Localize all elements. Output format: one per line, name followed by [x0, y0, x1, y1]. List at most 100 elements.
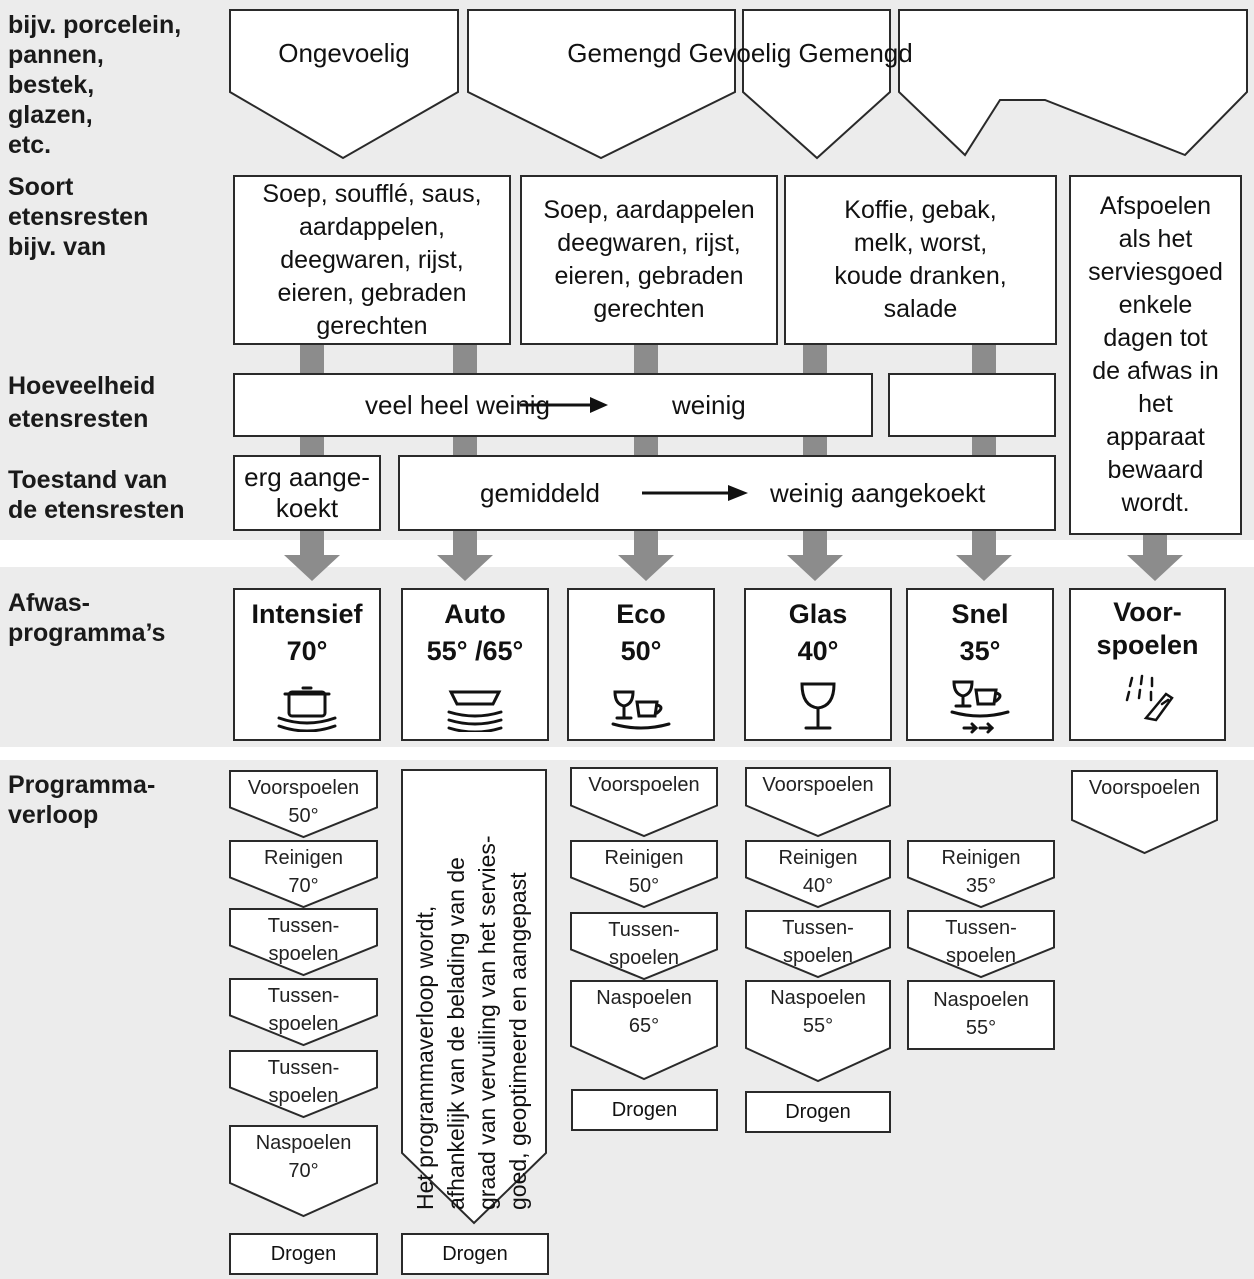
step-arrow	[229, 908, 378, 977]
program-snel[interactable]: Snel 35°	[906, 588, 1054, 741]
glass-and-cup-icon	[611, 690, 671, 730]
step-label: Tussen- spoelen	[267, 1057, 340, 1107]
row-label-soil-type: Soort etensresten bijv. van	[8, 173, 149, 261]
program-step: Tussen- spoelen	[745, 910, 891, 979]
program-step: Reinigen 50°	[570, 840, 718, 909]
program-name: Auto	[444, 599, 506, 629]
pot-on-rack-icon	[277, 686, 337, 732]
program-step: Voorspoelen	[570, 767, 718, 838]
down-arrow-icon	[787, 531, 843, 581]
down-arrow-icon	[618, 531, 674, 581]
step-arrow	[229, 840, 378, 909]
program-arrows	[284, 531, 1183, 581]
item-arrow-gemengd-2	[898, 9, 1248, 157]
step-arrow	[745, 980, 891, 1083]
program-step: Naspoelen 55°	[745, 980, 891, 1083]
program-step: Tussen- spoelen	[229, 978, 378, 1047]
program-auto[interactable]: Auto 55° /65°	[401, 588, 549, 741]
step-arrow	[745, 767, 891, 838]
step-arrow	[570, 767, 718, 838]
step-label: Tussen- spoelen	[267, 985, 340, 1035]
step-label: Voorspoelen	[588, 774, 700, 796]
step-label: Reinigen 70°	[264, 847, 343, 897]
step-arrow	[907, 910, 1055, 979]
program-temp: 70°	[286, 636, 328, 666]
step-arrow	[745, 910, 891, 979]
connector	[300, 437, 324, 457]
connector	[803, 437, 827, 457]
program-temp: 35°	[959, 636, 1001, 666]
program-step: Naspoelen 70°	[229, 1125, 378, 1218]
connector	[634, 437, 658, 457]
row-label-soil-state: Toestand van de etensresten	[8, 466, 185, 524]
item-label-ongevoelig: Ongevoelig	[278, 38, 410, 68]
connector	[803, 345, 827, 375]
step-label: Naspoelen 55°	[770, 987, 866, 1037]
program-glas[interactable]: Glas 40°	[744, 588, 892, 741]
row-label-sequence: Programma- verloop	[8, 771, 156, 829]
down-arrow-icon	[284, 531, 340, 581]
step-arrow	[745, 840, 891, 909]
step-label: Tussen- spoelen	[945, 917, 1017, 967]
step-arrow	[229, 1050, 378, 1119]
program-voorspoelen[interactable]: Voor- spoelen	[1069, 588, 1226, 741]
step-label: Tussen- spoelen	[608, 919, 680, 969]
down-arrow-icon	[956, 531, 1012, 581]
program-step: Reinigen 35°	[907, 840, 1055, 909]
row-label-items: bijv. porcelein, pannen, bestek, glazen,…	[8, 11, 182, 159]
connector	[453, 345, 477, 375]
step-label: Reinigen 50°	[604, 847, 684, 897]
step-arrow	[229, 1125, 378, 1218]
connector	[453, 437, 477, 457]
program-name: Glas	[788, 599, 848, 629]
amount-from: veel heel weinig	[365, 389, 551, 420]
program-intensief[interactable]: Intensief 70°	[233, 588, 381, 741]
item-arrow-gevoelig	[742, 9, 891, 160]
program-step: Voorspoelen	[1071, 770, 1218, 855]
program-step: Tussen- spoelen	[907, 910, 1055, 979]
item-arrow-ongevoelig	[229, 9, 459, 160]
step-label: Reinigen 35°	[941, 847, 1021, 897]
program-step: Reinigen 40°	[745, 840, 891, 909]
drogen-eco: Drogen	[571, 1089, 718, 1131]
program-step: Tussen- spoelen	[229, 1050, 378, 1119]
step-label: Tussen- spoelen	[782, 917, 854, 967]
program-eco[interactable]: Eco 50°	[567, 588, 715, 741]
program-temp: 40°	[797, 636, 839, 666]
drogen-intensief: Drogen	[229, 1233, 378, 1275]
program-step: Reinigen 70°	[229, 840, 378, 909]
item-arrow-gemengd-1	[467, 9, 736, 160]
step-arrow	[570, 840, 718, 909]
step-label: Naspoelen 65°	[596, 987, 692, 1037]
connector	[634, 345, 658, 375]
step-arrow	[229, 978, 378, 1047]
item-arrows	[229, 9, 1248, 160]
auto-sequence-note: Het programmaverloop wordt, afhankelijk …	[412, 835, 531, 1210]
food-box-3: Koffie, gebak, melk, worst, koude dranke…	[784, 175, 1057, 345]
program-step: Naspoelen 65°	[570, 980, 718, 1081]
step-box	[907, 980, 1055, 1050]
row-label-soil-amount: Hoeveelheid etensresten	[8, 372, 156, 433]
step-arrow	[229, 770, 378, 839]
state-box-heavy: erg aange- koekt	[233, 455, 381, 531]
program-temp: 55° /65°	[426, 636, 524, 666]
amount-to: weinig	[672, 389, 746, 420]
auto-sequence-arrow	[401, 769, 547, 1225]
step-label: Naspoelen 55°	[933, 989, 1029, 1039]
program-step: Voorspoelen 50°	[229, 770, 378, 839]
state-to: weinig aangekoekt	[769, 477, 986, 508]
wine-glass-icon	[800, 682, 836, 730]
amount-box-empty	[888, 373, 1056, 437]
step-label: Reinigen 40°	[778, 847, 858, 897]
water-spray-icon	[1125, 674, 1174, 722]
step-arrow	[1071, 770, 1218, 855]
food-box-1: Soep, soufflé, saus, aardappelen, deegwa…	[233, 175, 511, 345]
row-label-programs: Afwas- programma’s	[8, 589, 166, 647]
program-name: Snel	[951, 599, 1009, 629]
step-label: Voorspoelen 50°	[247, 777, 360, 827]
state-from: gemiddeld	[480, 477, 600, 508]
food-box-pre-rinse: Afspoelen als het serviesgoed enkele dag…	[1069, 175, 1242, 535]
right-arrow-icon	[520, 397, 609, 413]
amount-box: veel heel weinig weinig	[233, 373, 873, 437]
plates-stack-icon	[447, 690, 503, 732]
